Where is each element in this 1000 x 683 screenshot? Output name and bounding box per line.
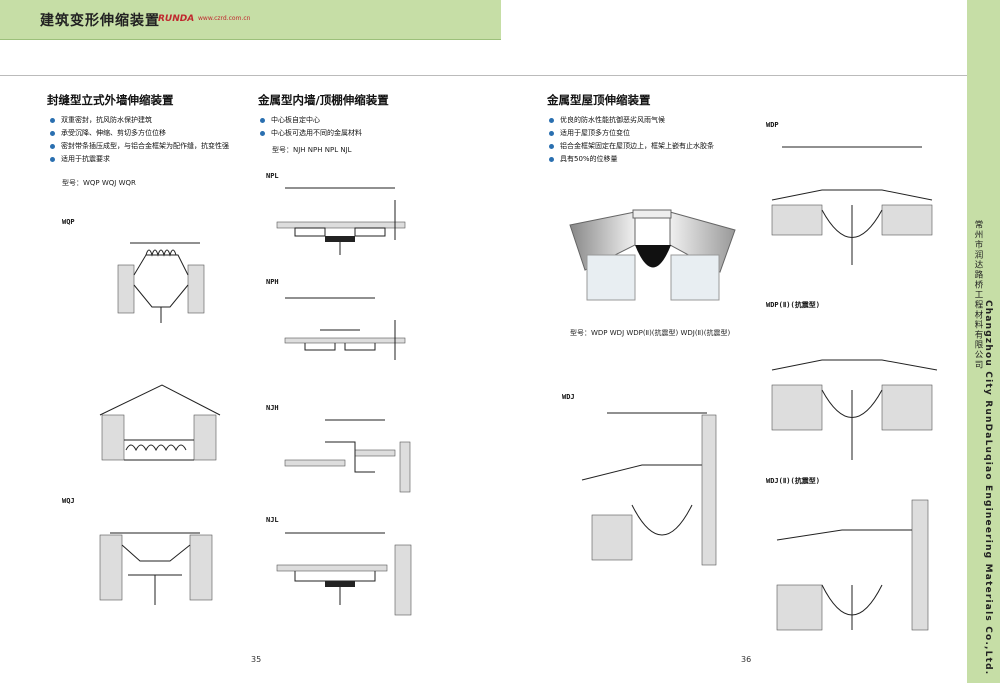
diagram-label-njh: NJH <box>266 404 279 412</box>
bullet-item: 优良的防水性能抗御恶劣风雨气候 <box>549 114 714 127</box>
bullet-item: 铝合金框架固定在屋顶边上，框架上嵌有止水胶条 <box>549 140 714 153</box>
bullet-list-external-wall: 双重密封，抗风防水保护建筑 承受沉降、伸缩、剪切多方位位移 密封带条插压成型，与… <box>50 114 229 166</box>
page-header: 建筑变形伸缩装置 RUNDA www.czrd.com.cn <box>0 0 501 40</box>
bullet-item: 具有50%的位移量 <box>549 153 714 166</box>
diagram-label-wdj-ii: WDJ(Ⅱ)(抗震型) <box>766 477 820 485</box>
header-title: 建筑变形伸缩装置 <box>40 13 160 29</box>
wdj-diagram <box>581 412 717 566</box>
diagram-label-wdp-ii: WDP(Ⅱ)(抗震型) <box>766 301 820 309</box>
diagram-label-njl: NJL <box>266 516 279 524</box>
page-number-right: 36 <box>741 655 752 664</box>
wqj-top-diagram <box>99 384 221 461</box>
diagram-label-wdj: WDJ <box>562 393 575 401</box>
wqj-bottom-diagram <box>99 532 213 605</box>
bullet-list-interior-wall: 中心板自定中心 中心板可选用不同的金属材料 <box>260 114 362 140</box>
bullet-item: 中心板自定中心 <box>260 114 362 127</box>
page-number-left: 35 <box>251 655 262 664</box>
bullet-list-roof: 优良的防水性能抗御恶劣风雨气候 适用于屋顶多方位变位 铝合金框架固定在屋顶边上，… <box>549 114 714 166</box>
section-title-roof: 金属型屋顶伸缩装置 <box>547 93 651 107</box>
njh-diagram <box>284 419 411 493</box>
model-numbers-roof: 型号：WDP WDJ WDP(Ⅱ)(抗震型) WDJ(Ⅱ)(抗震型) <box>570 329 731 337</box>
bullet-item: 中心板可选用不同的金属材料 <box>260 127 362 140</box>
bullet-item: 承受沉降、伸缩、剪切多方位位移 <box>50 127 229 140</box>
diagram-label-wdp: WDP <box>766 121 779 129</box>
wdp-diagram <box>771 146 933 265</box>
bullet-item: 密封带条插压成型，与铝合金框架为配作缝，抗变性强 <box>50 140 229 153</box>
diagram-label-wqj: WQJ <box>62 497 75 505</box>
company-band: 常州市润达路桥工程材料有限公司 Changzhou City RunDaLuqi… <box>967 0 1000 683</box>
company-name-cn: 常州市润达路桥工程材料有限公司 <box>973 220 983 370</box>
njl-diagram <box>276 532 412 616</box>
brand-logo: RUNDA <box>158 14 195 24</box>
model-numbers-external-wall: 型号：WQP WQJ WQR <box>62 179 136 187</box>
company-name-en: Changzhou City RunDaLuqiao Engineering M… <box>983 300 993 676</box>
nph-diagram <box>284 297 406 360</box>
section-title-interior-wall: 金属型内墙/顶棚伸缩装置 <box>258 93 389 107</box>
wdp-ii-diagram <box>771 359 938 460</box>
wqp-diagram <box>117 242 205 323</box>
brand-url: www.czrd.com.cn <box>198 15 251 22</box>
model-numbers-interior-wall: 型号：NJH NPH NPL NJL <box>272 146 352 154</box>
section-title-external-wall: 封缝型立式外墙伸缩装置 <box>47 93 174 107</box>
npl-diagram <box>276 187 406 255</box>
roof-joint-photo <box>569 209 736 301</box>
bullet-item: 适用于抗震要求 <box>50 153 229 166</box>
diagram-label-npl: NPL <box>266 172 279 180</box>
bullet-item: 双重密封，抗风防水保护建筑 <box>50 114 229 127</box>
header-divider <box>0 75 967 76</box>
diagram-label-nph: NPH <box>266 278 279 286</box>
wdj-ii-diagram <box>776 499 929 631</box>
diagram-label-wqp: WQP <box>62 218 75 226</box>
bullet-item: 适用于屋顶多方位变位 <box>549 127 714 140</box>
